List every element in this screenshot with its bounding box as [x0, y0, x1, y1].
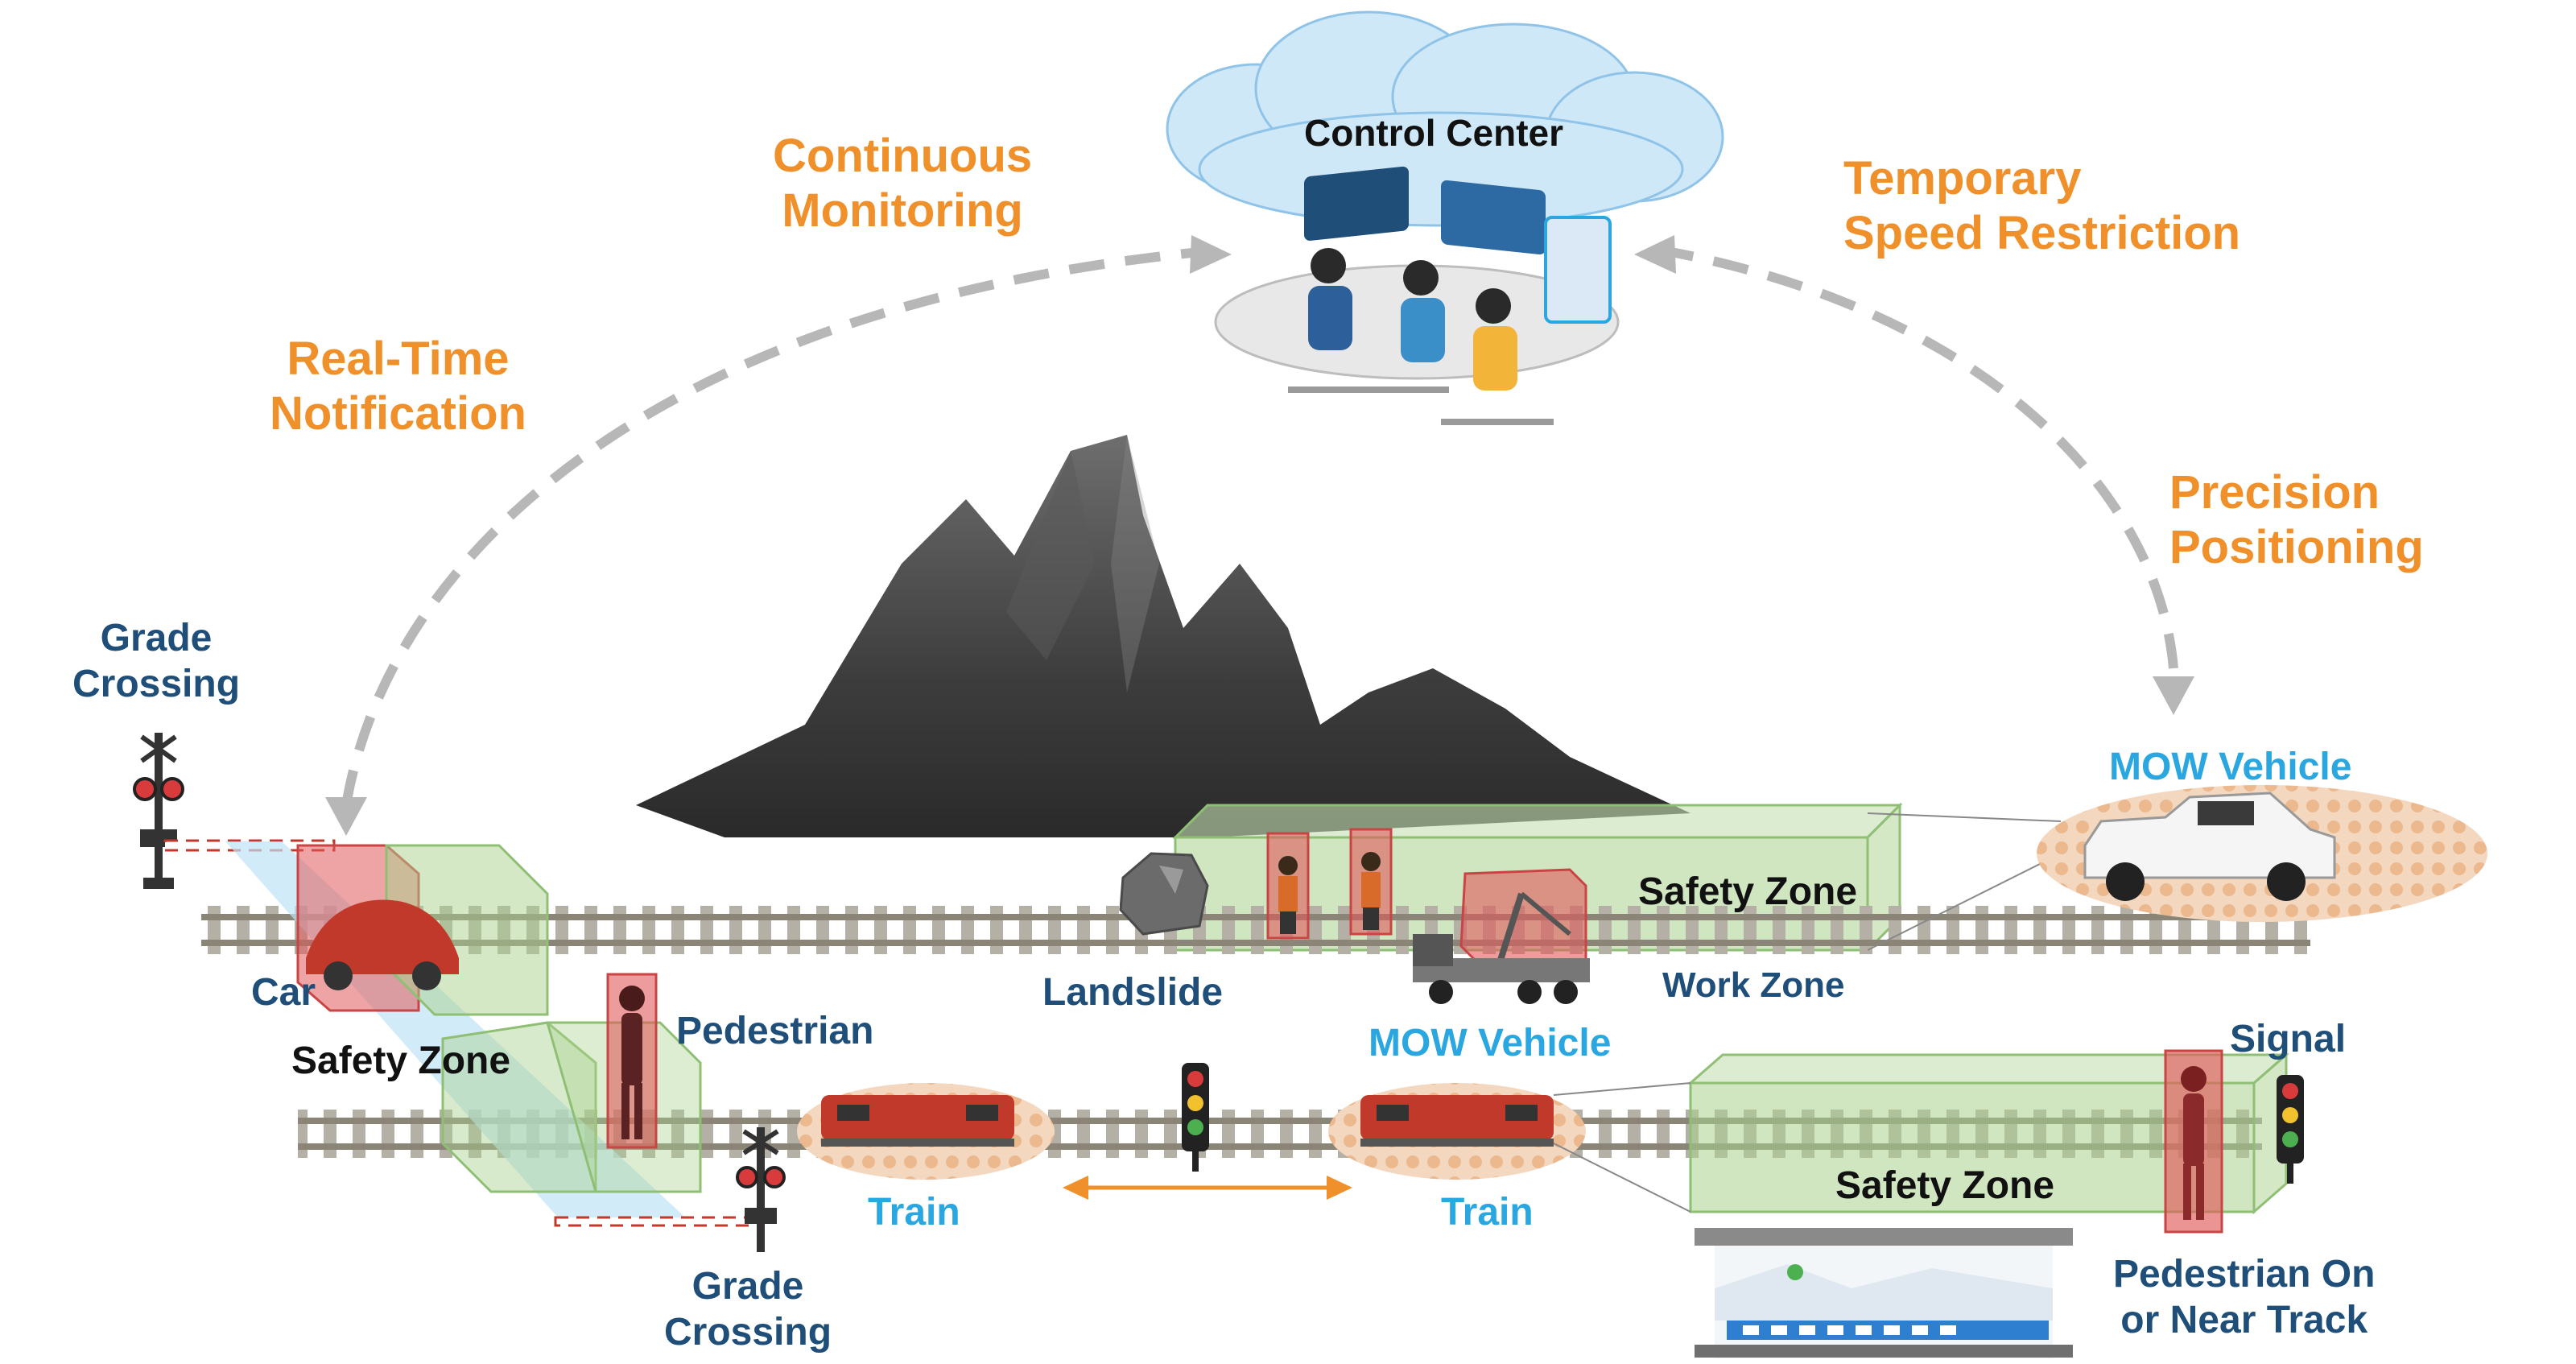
mountain-icon	[636, 435, 1690, 837]
headway-arrow	[1063, 1176, 1352, 1200]
rock-icon	[1119, 852, 1209, 936]
label-pedestrian-on-track: Pedestrian On or Near Track	[2113, 1253, 2376, 1341]
worker-icon	[1266, 828, 1393, 940]
arrow-to-control-center-left	[341, 246, 1208, 806]
control-center-title: Control Center	[1304, 112, 1563, 154]
pickup-truck-icon	[1867, 785, 2487, 951]
station-platform-icon	[1695, 1228, 2073, 1358]
label-pedestrian: Pedestrian	[676, 1010, 874, 1052]
arrowhead-right-down	[2153, 676, 2194, 715]
label-safety-zone-upper: Safety Zone	[1638, 870, 1858, 913]
operators-icon	[1214, 166, 1620, 425]
arrow-heads	[325, 235, 2194, 836]
flow-arrows	[341, 245, 2178, 806]
flow-label-precision-positioning: Precision Positioning	[2169, 466, 2424, 574]
flow-label-real-time-notification: Real-Time Notification	[270, 333, 526, 440]
traffic-signal-icon-right	[2277, 1075, 2304, 1184]
flow-label-temporary-speed-restriction: Temporary Speed Restriction	[1843, 152, 2241, 260]
car-icon	[306, 899, 459, 990]
locomotive-icon-right	[1328, 1083, 1586, 1180]
label-grade-crossing-bottom: Grade Crossing	[664, 1265, 832, 1354]
arrowhead-control-left	[1190, 235, 1232, 274]
label-train-right: Train	[1441, 1191, 1534, 1234]
flow-label-continuous-monitoring: Continuous Monitoring	[773, 130, 1033, 238]
crossing-gate-icon-lower	[554, 1127, 786, 1252]
locomotive-icon	[797, 1083, 1055, 1180]
crane-truck-icon	[1413, 868, 1590, 1004]
arrowhead-control-right	[1634, 235, 1676, 274]
arrow-to-control-center-right	[1657, 245, 2178, 669]
label-safety-zone-lower: Safety Zone	[1835, 1164, 2055, 1207]
label-grade-crossing-left: Grade Crossing	[72, 617, 241, 705]
label-car: Car	[251, 971, 316, 1014]
traffic-signal-icon	[1182, 1063, 1209, 1172]
label-mow-vehicle-center: MOW Vehicle	[1368, 1022, 1612, 1064]
cloud-icon	[1166, 10, 1724, 227]
track-upper	[201, 906, 2310, 954]
label-mow-vehicle-right: MOW Vehicle	[2109, 746, 2352, 788]
label-train-left: Train	[868, 1191, 960, 1234]
pedestrian-on-track-icon	[2164, 1049, 2223, 1234]
label-landslide: Landslide	[1042, 971, 1224, 1014]
label-safety-zone-left: Safety Zone	[291, 1040, 511, 1082]
label-signal: Signal	[2230, 1018, 2347, 1060]
arrowhead-left-down	[325, 797, 367, 836]
pedestrian-icon	[606, 973, 658, 1149]
lower-safety-zone-box	[1553, 1052, 2289, 1215]
label-work-zone: Work Zone	[1662, 965, 1845, 1005]
